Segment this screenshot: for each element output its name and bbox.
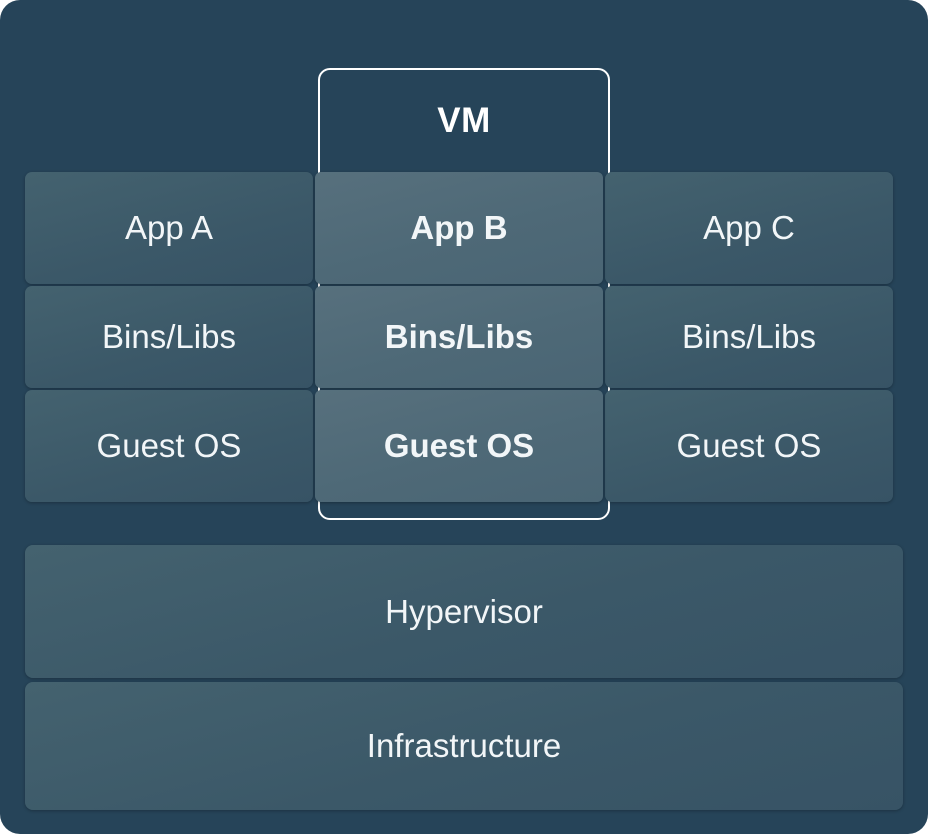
cell-guest-os-c[interactable]: Guest OS — [605, 390, 893, 502]
cell-bins-libs-c[interactable]: Bins/Libs — [605, 286, 893, 388]
cell-guest-os-a[interactable]: Guest OS — [25, 390, 313, 502]
stack-grid: App A App B App C Bins/Libs Bins/Libs Bi… — [25, 172, 903, 522]
layer-infrastructure[interactable]: Infrastructure — [25, 682, 903, 810]
layer-hypervisor[interactable]: Hypervisor — [25, 545, 903, 678]
cell-app-c[interactable]: App C — [605, 172, 893, 284]
cell-guest-os-b[interactable]: Guest OS — [315, 390, 603, 502]
cell-app-b[interactable]: App B — [315, 172, 603, 284]
cell-app-a[interactable]: App A — [25, 172, 313, 284]
cell-bins-libs-a[interactable]: Bins/Libs — [25, 286, 313, 388]
vm-label: VM — [437, 100, 491, 140]
cell-bins-libs-b[interactable]: Bins/Libs — [315, 286, 603, 388]
